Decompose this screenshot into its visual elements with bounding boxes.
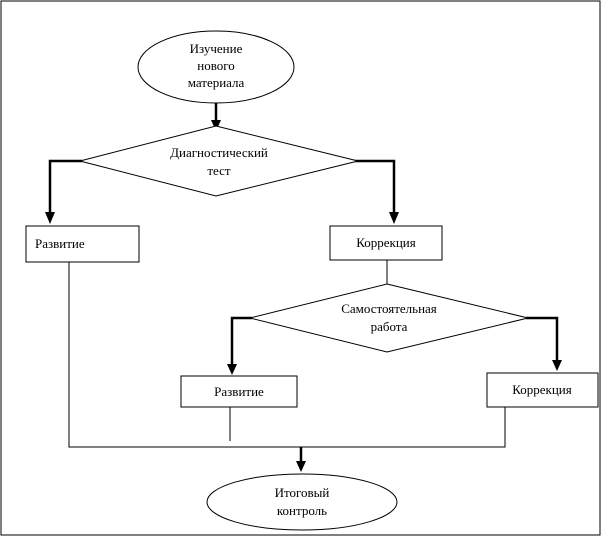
node-study-line-2: нового: [197, 58, 235, 73]
node-correction-1: Коррекция: [329, 225, 443, 261]
node-develop-1-label: Развитие: [35, 236, 85, 251]
node-study-line-1: Изучение: [190, 41, 243, 56]
connector-selfwork-to-correction: [526, 316, 562, 371]
node-study: Изучение нового материала: [137, 30, 295, 104]
node-diagnostic-test-line-2: тест: [207, 163, 231, 178]
node-final-control-line-1: Итоговый: [275, 485, 330, 500]
node-final-control: Итоговый контроль: [206, 473, 398, 531]
node-self-work: Самостоятельная работа: [249, 283, 529, 353]
connector-correction2-to-collector: [301, 407, 506, 448]
node-correction-2: Коррекция: [486, 372, 599, 408]
node-self-work-line-1: Самостоятельная: [341, 301, 437, 316]
node-diagnostic-test: Диагностический тест: [79, 125, 359, 197]
connector-test-to-correction: [355, 159, 399, 224]
connector-develop1-to-collector: [68, 262, 301, 448]
node-diagnostic-test-line-1: Диагностический: [170, 145, 268, 160]
node-study-line-3: материала: [188, 75, 245, 90]
connector-to-final: [296, 447, 306, 472]
connector-selfwork-to-develop: [227, 316, 252, 375]
node-self-work-line-2: работа: [371, 319, 408, 334]
node-develop-2-label: Развитие: [214, 384, 264, 399]
node-develop-2: Развитие: [180, 375, 298, 408]
node-correction-2-label: Коррекция: [512, 382, 572, 397]
node-develop-1: Развитие: [25, 225, 140, 263]
node-final-control-line-2: контроль: [277, 503, 327, 518]
node-correction-1-label: Коррекция: [356, 235, 416, 250]
connector-test-to-develop: [45, 159, 82, 224]
